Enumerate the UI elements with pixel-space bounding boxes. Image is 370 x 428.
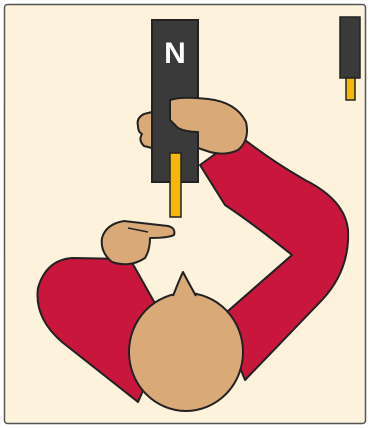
reference-magnet-body bbox=[340, 17, 360, 78]
head bbox=[129, 293, 243, 411]
magnet-pole-label: N bbox=[164, 37, 186, 70]
reference-magnet-rod bbox=[346, 78, 355, 100]
magnet-rod bbox=[170, 153, 181, 217]
